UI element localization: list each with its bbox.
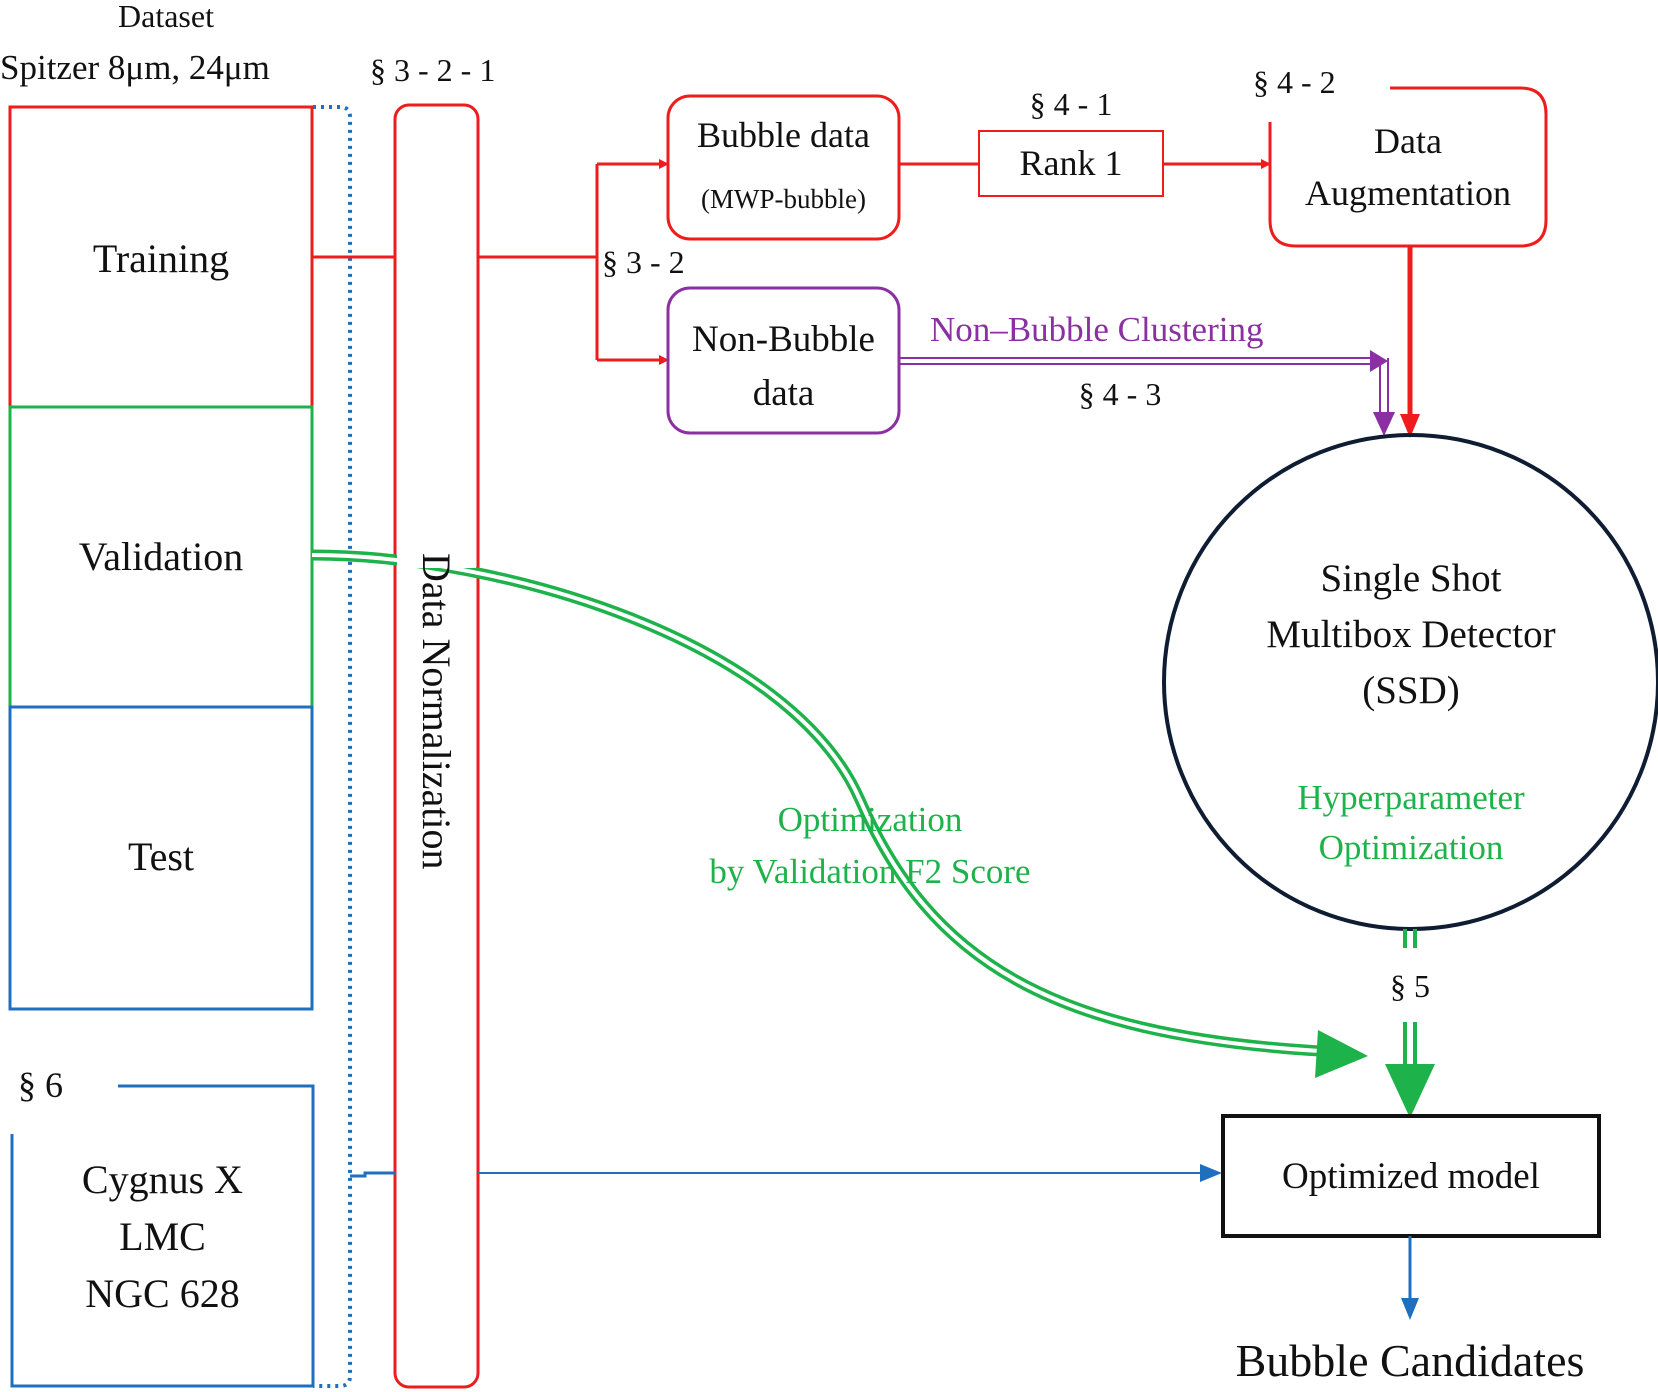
bubble-candidates-label: Bubble Candidates	[1235, 1335, 1585, 1386]
ssd-circle	[1162, 433, 1658, 931]
hyperparameter-label-2: Optimization	[1318, 828, 1504, 867]
rank-section-label: § 4 - 1	[1029, 86, 1113, 122]
training-label: Training	[92, 236, 230, 281]
non-bubble-data-subtitle: data	[752, 373, 815, 414]
external-dataset-line-3: NGC 628	[85, 1271, 240, 1316]
external-section-label: § 6	[18, 1065, 63, 1105]
dataset-subtitle: Spitzer 8μm, 24μm	[0, 48, 270, 87]
augmentation-title-1: Data	[1374, 121, 1442, 161]
clustering-label: Non–Bubble Clustering	[930, 310, 1264, 349]
augmentation-section-label: § 4 - 2	[1253, 64, 1336, 100]
split-section-label: § 3 - 2	[602, 244, 685, 280]
optimization-label-2: by Validation F2 Score	[709, 852, 1031, 891]
external-dataset-line-2: LMC	[119, 1214, 206, 1259]
rank-label: Rank 1	[1019, 143, 1123, 183]
dataset-dotted-bracket	[313, 105, 352, 1388]
augmentation-title-2: Augmentation	[1305, 173, 1511, 213]
bubble-data-subtitle: (MWP-bubble)	[701, 184, 866, 214]
non-bubble-data-title: Non-Bubble	[692, 319, 875, 360]
section-5-label: § 5	[1390, 968, 1430, 1004]
bubble-data-title: Bubble data	[697, 115, 870, 155]
dataset-title: Dataset	[118, 0, 214, 34]
optimized-model-label: Optimized model	[1282, 1156, 1540, 1197]
normalization-bar	[393, 103, 480, 1389]
test-label: Test	[127, 834, 195, 879]
normalization-label: Data Normalization	[414, 553, 459, 870]
optimization-label-1: Optimization	[777, 800, 963, 839]
clustering-section-label: § 4 - 3	[1078, 376, 1162, 412]
ssd-title-3: (SSD)	[1362, 669, 1460, 712]
hyperparameter-label-1: Hyperparameter	[1297, 778, 1525, 817]
external-dataset-line-1: Cygnus X	[81, 1157, 244, 1202]
augmentation-box	[1268, 86, 1548, 248]
bubble-data-box	[666, 94, 901, 241]
ssd-title-2: Multibox Detector	[1266, 613, 1556, 656]
validation-label: Validation	[78, 534, 244, 579]
normalization-section-label: § 3 - 2 - 1	[370, 52, 496, 88]
non-bubble-data-box	[666, 286, 901, 435]
ssd-title-1: Single Shot	[1320, 557, 1502, 600]
test-box	[8, 705, 314, 1011]
